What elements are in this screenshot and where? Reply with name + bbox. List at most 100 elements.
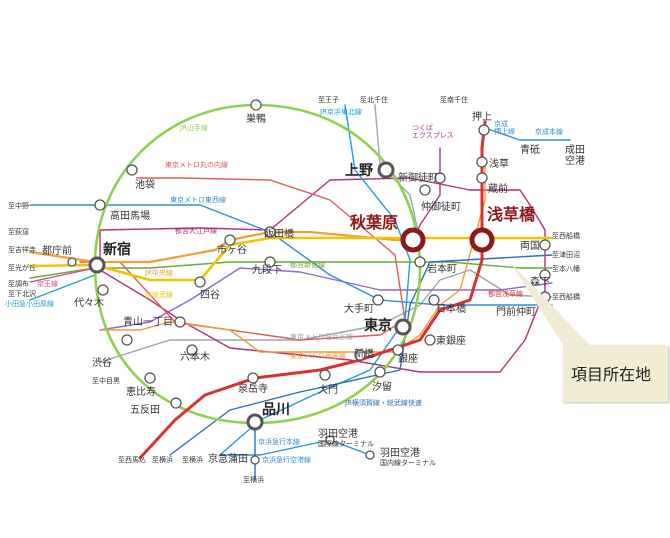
akihabara-highlight-marker[interactable] <box>400 227 426 253</box>
station-marker[interactable] <box>250 455 260 465</box>
station-label-shiodome: 汐留 <box>372 380 392 393</box>
line-label-asakusa: 都営浅草線 <box>488 289 523 298</box>
station-marker[interactable] <box>428 294 440 306</box>
dest-label-nishifunabashi: 至西船橋 <box>552 231 580 240</box>
line-label-marunouchi: 東京メトロ丸の内線 <box>165 160 228 169</box>
station-marker[interactable] <box>264 256 276 268</box>
station-marker[interactable] <box>121 334 133 346</box>
station-label-iidabashi: 飯田橋 <box>264 227 294 240</box>
station-label-ebisu: 恵比寿 <box>126 385 156 398</box>
station-label-narita: 成田空港 <box>565 144 585 167</box>
dest-label-shimokitazawa: 至下北沢 <box>8 289 36 298</box>
tozai-line <box>29 204 553 306</box>
station-marker[interactable] <box>319 369 331 381</box>
station-marker[interactable] <box>539 269 551 281</box>
dest-label-nakameguro: 至中目黒 <box>92 376 120 385</box>
station-label-haneda-intl: 羽田空港 <box>318 427 358 440</box>
station-marker[interactable] <box>539 239 551 251</box>
dest-label-nakano: 至中野 <box>8 201 29 210</box>
station-marker[interactable] <box>374 366 386 378</box>
station-label-asakusa: 浅草 <box>489 157 509 170</box>
dest-label-ogikubo: 至荻窪 <box>8 227 29 236</box>
station-marker[interactable] <box>94 199 106 211</box>
line-label-yokosuka: JR横須賀線・総武線快速 <box>344 398 422 407</box>
dest-label-yokohama: 至横浜 <box>152 455 173 464</box>
station-label-kudanshita: 九段下 <box>252 263 282 276</box>
line-label-oedo: 都営大江戸線 <box>175 226 217 235</box>
dest-label-hikarigaoka: 至光が丘 <box>8 263 36 272</box>
station-marker[interactable] <box>186 344 198 356</box>
station-marker[interactable] <box>126 164 138 176</box>
station-label-daimon: 大門 <box>318 383 338 396</box>
station-marker[interactable] <box>174 316 186 328</box>
station-label-morishita: 森下 <box>530 275 550 288</box>
station-label-ryogoku: 両国 <box>520 240 540 252</box>
station-marker[interactable] <box>250 99 262 111</box>
station-marker[interactable] <box>246 413 264 431</box>
station-label-asakusabashi: 浅草橋 <box>487 205 536 224</box>
station-marker[interactable] <box>377 161 395 179</box>
station-label-nakaokachimachi: 仲御徒町 <box>421 200 461 213</box>
station-marker[interactable] <box>392 344 404 356</box>
station-label-haneda-dom: 羽田空港 <box>380 446 420 459</box>
line-label-keisei-oshiage: 京成押上線 <box>494 119 515 136</box>
station-label-shibuya: 渋谷 <box>92 356 112 369</box>
line-label-yamanote: JR山手線 <box>179 123 208 132</box>
station-marker[interactable] <box>88 256 106 274</box>
station-marker[interactable] <box>424 334 436 346</box>
station-marker[interactable] <box>67 257 77 267</box>
station-marker[interactable] <box>247 372 259 384</box>
station-label-sugamo: 巣鴨 <box>246 112 266 125</box>
hibiya-line <box>99 269 553 363</box>
station-label-shinagawa: 品川 <box>262 402 290 418</box>
station-marker[interactable] <box>194 276 206 288</box>
station-label-otemachi: 大手町 <box>344 302 374 315</box>
station-marker[interactable] <box>372 294 384 306</box>
station-marker[interactable] <box>264 226 276 238</box>
station-label-takadanobaba: 高田馬場 <box>110 209 150 222</box>
line-label-sobu: JR総武線 <box>144 290 173 299</box>
hanzomon-line <box>99 267 553 331</box>
dest-label-minamisenju: 至南千住 <box>440 95 468 104</box>
station-label-oshiage: 押上 <box>472 110 492 123</box>
station-marker[interactable] <box>170 397 182 409</box>
station-label-haneda-intl-sub: 国際線ターミナル <box>318 439 374 448</box>
line-label-hibiya: 東京メトロ日比谷線 <box>290 332 353 341</box>
asakusabashi-highlight-marker[interactable] <box>469 227 495 253</box>
asakusa-line <box>138 120 487 460</box>
station-marker[interactable] <box>97 284 109 296</box>
dest-label-nishimagome: 至西馬込 <box>118 455 146 464</box>
station-marker[interactable] <box>476 156 488 168</box>
station-marker[interactable] <box>476 172 488 184</box>
station-marker[interactable] <box>144 372 156 384</box>
dest-label-kitasenju: 至北千住 <box>360 95 388 104</box>
station-label-higashiginza: 東銀座 <box>436 334 466 347</box>
station-marker[interactable] <box>394 318 412 336</box>
line-label-keisei-main: 京成本線 <box>535 127 563 136</box>
station-marker[interactable] <box>419 184 431 196</box>
station-marker[interactable] <box>434 172 446 184</box>
line-label-ginza: 東京メトロ銀座線 <box>290 351 346 360</box>
station-label-kuramae: 蔵前 <box>488 182 508 195</box>
station-label-iwamotocho: 岩本町 <box>427 262 457 275</box>
station-marker[interactable] <box>224 234 236 246</box>
station-label-yotsuya: 四谷 <box>200 289 220 301</box>
dest-label-motoyawata: 至本八幡 <box>552 264 580 273</box>
station-marker[interactable] <box>414 256 426 268</box>
station-marker[interactable] <box>325 435 335 445</box>
station-label-ikebukuro: 池袋 <box>135 178 155 191</box>
dest-label-tsudanuma: 至津田沼 <box>552 250 580 259</box>
station-label-sengakuji: 泉岳寺 <box>238 382 268 395</box>
station-marker[interactable] <box>354 349 366 361</box>
keio-line <box>29 267 96 283</box>
station-marker[interactable] <box>478 124 490 136</box>
line-label-odakyu: 小田急小田原線 <box>5 299 54 308</box>
station-label-ueno: 上野 <box>345 163 373 179</box>
station-label-nihombashi: 日本橋 <box>436 302 466 315</box>
station-marker[interactable] <box>365 450 375 460</box>
dest-label-yokohama2: 至横浜 <box>182 455 203 464</box>
sobu-line <box>28 236 554 282</box>
line-label-keihin-tohoku: JR京浜東北線 <box>319 107 362 116</box>
